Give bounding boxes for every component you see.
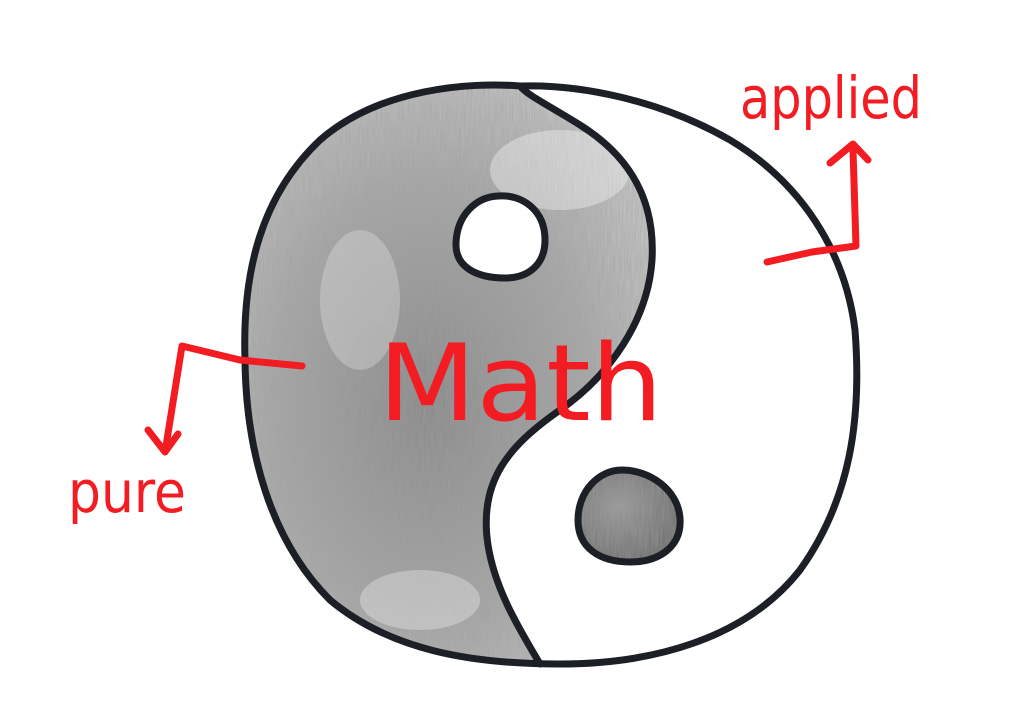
hollow-dot xyxy=(452,192,549,282)
label-pure: pure xyxy=(68,458,186,526)
outer-outline xyxy=(241,81,861,668)
filled-dot xyxy=(574,466,684,566)
arrow-applied xyxy=(763,140,872,266)
s-curve-divider xyxy=(482,82,656,668)
label-applied: applied xyxy=(740,64,922,132)
title-math: Math xyxy=(378,322,663,445)
arrow-pure xyxy=(144,342,306,456)
